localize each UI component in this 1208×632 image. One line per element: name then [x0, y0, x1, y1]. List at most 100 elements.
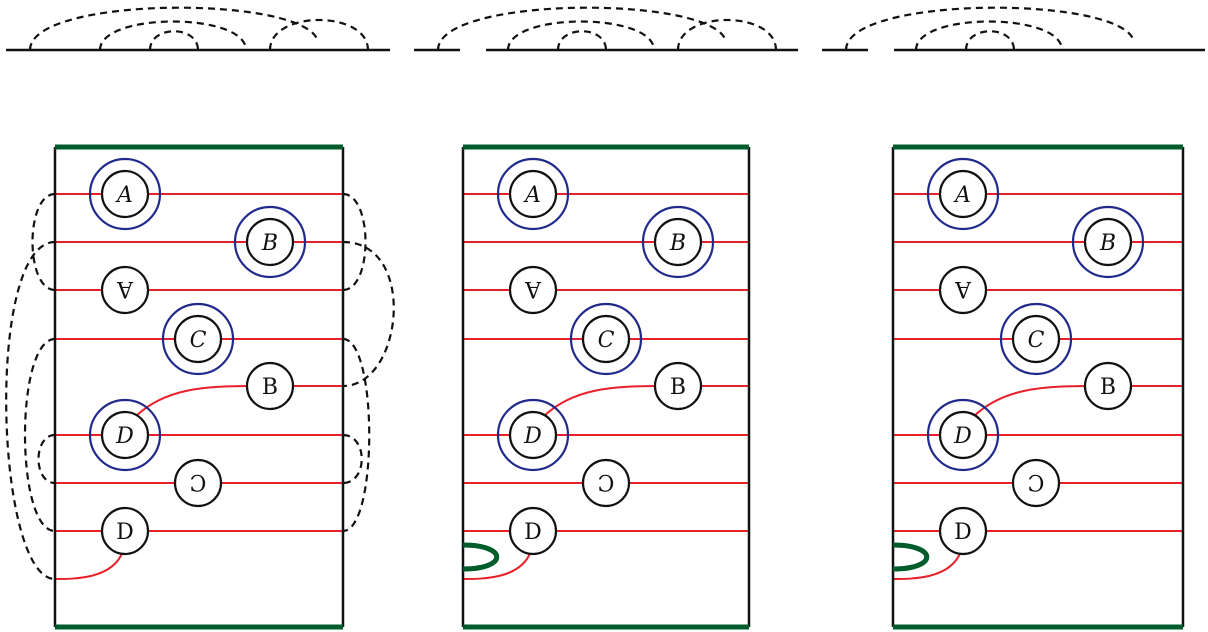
node-b-side: B [245, 361, 295, 411]
arc-1b [98, 20, 248, 51]
node-d-side: D [508, 506, 558, 556]
node-c-side: C [173, 458, 223, 508]
green-cap [462, 542, 499, 572]
node-a-top: A [88, 157, 162, 231]
arc-1a [28, 6, 320, 51]
node-b-top: B [641, 205, 715, 279]
node-d-side: D [938, 506, 988, 556]
panel-3: A B A C B D C D [891, 144, 1185, 630]
top-chord-diagrams [6, 6, 1205, 52]
node-label: B [1099, 231, 1116, 256]
node-circle [508, 265, 558, 315]
arc-1d [268, 18, 370, 51]
node-ring [641, 205, 715, 279]
node-d-side: D [100, 506, 150, 556]
strand-curve-d-b [542, 385, 664, 418]
node-label: A [953, 183, 971, 208]
node-circle [938, 169, 988, 219]
node-circle [245, 361, 295, 411]
node-c-side: C [581, 458, 631, 508]
node-a-flip: A [508, 265, 558, 315]
node-circle [653, 217, 703, 267]
node-ring [926, 398, 1000, 472]
node-label: C [190, 328, 207, 353]
node-label: C [190, 469, 207, 494]
node-circle [581, 314, 631, 364]
node-a-top: A [496, 157, 570, 231]
strand-curve-d-b [134, 385, 256, 418]
node-circle [1083, 361, 1133, 411]
node-b-side: B [653, 361, 703, 411]
node-label: D [524, 520, 542, 545]
arc-2d [676, 18, 778, 51]
node-circle [1011, 458, 1061, 508]
node-circle [245, 217, 295, 267]
node-b-side: B [1083, 361, 1133, 411]
node-c-top: C [161, 302, 235, 376]
node-circle [508, 410, 558, 460]
node-b-top: B [233, 205, 307, 279]
node-label: B [262, 375, 278, 400]
arc-2c [556, 30, 608, 51]
node-circle [173, 314, 223, 364]
dashed-connections [5, 192, 395, 581]
node-a-top: A [926, 157, 1000, 231]
node-d-top: D [88, 398, 162, 472]
node-label: C [1028, 328, 1045, 353]
arc-3a [844, 6, 1136, 51]
green-cap [892, 542, 929, 572]
node-label: A [954, 276, 972, 301]
node-circle [100, 265, 150, 315]
node-c-top: C [569, 302, 643, 376]
node-circle [173, 458, 223, 508]
dash-left-4 [37, 433, 56, 485]
arc-2a [436, 6, 728, 51]
node-c-top: C [999, 302, 1073, 376]
strand-curve-d-edge [462, 550, 532, 580]
node-label: D [116, 520, 134, 545]
node-label: B [669, 231, 686, 256]
node-a-flip: A [100, 265, 150, 315]
node-label: B [1100, 375, 1116, 400]
node-label: A [115, 183, 133, 208]
node-ring [496, 398, 570, 472]
node-circle [1011, 314, 1061, 364]
node-label: A [524, 276, 542, 301]
node-circle [100, 169, 150, 219]
node-circle [508, 169, 558, 219]
node-label: D [115, 424, 134, 449]
node-circle [1083, 217, 1133, 267]
arc-1c [148, 30, 200, 51]
dash-left-3 [24, 337, 56, 533]
node-c-side: C [1011, 458, 1061, 508]
node-label: C [1028, 469, 1045, 494]
node-d-top: D [926, 398, 1000, 472]
node-circle [938, 265, 988, 315]
node-ring [999, 302, 1073, 376]
top-chord-diagram-1 [6, 6, 390, 52]
node-circle [938, 410, 988, 460]
arc-3b [914, 20, 1064, 51]
node-ring [233, 205, 307, 279]
node-ring [926, 157, 1000, 231]
strand-curve-d-edge [54, 550, 124, 580]
node-label: D [953, 424, 972, 449]
top-chord-diagram-2 [414, 6, 798, 52]
node-label: C [598, 328, 615, 353]
node-label: A [116, 276, 134, 301]
node-label: D [523, 424, 542, 449]
dash-right-3 [342, 337, 371, 533]
node-b-top: B [1071, 205, 1145, 279]
arc-2b [506, 20, 656, 51]
node-circle [581, 458, 631, 508]
dash-left-2 [5, 240, 56, 581]
strand-curve-d-b [972, 385, 1094, 418]
node-d-top: D [496, 398, 570, 472]
top-chord-diagram-3 [822, 6, 1205, 52]
node-ring [496, 157, 570, 231]
panel-1: A B A C B D C D [5, 144, 395, 630]
node-circle [653, 361, 703, 411]
